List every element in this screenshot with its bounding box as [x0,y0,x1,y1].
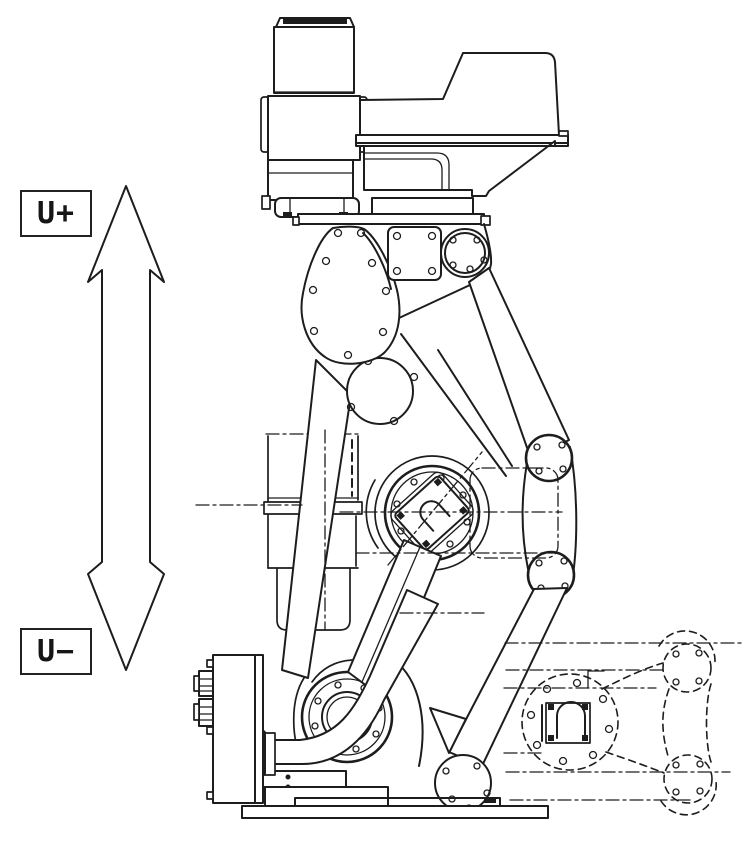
phantom-arm-position [521,630,718,816]
u-axis-double-arrow-icon [87,185,165,671]
robot-wrist-motor-unit [260,17,368,218]
u-plus-label: U+ [20,190,92,237]
robot-upper-arm-housing [292,52,569,226]
construction-centerlines [195,429,745,801]
robot-linkage [281,223,578,767]
robot-base [193,539,549,819]
u-minus-label: U− [20,628,92,675]
